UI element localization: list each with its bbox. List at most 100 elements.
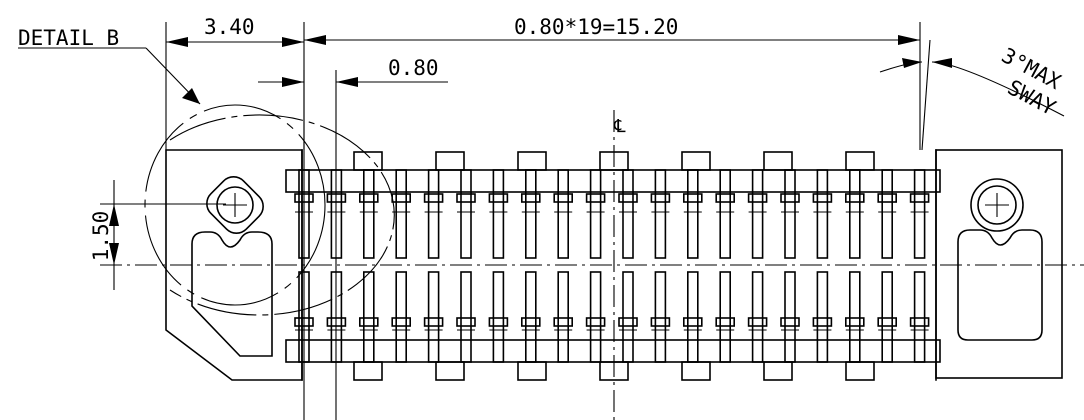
pin-upper-clip (488, 193, 509, 203)
pin-lower-clip (682, 317, 703, 327)
right-housing (935, 149, 1063, 379)
pin-array (285, 149, 941, 381)
pin-lower (395, 271, 408, 363)
pin-lower-clip (844, 317, 865, 327)
pin-upper (784, 169, 796, 259)
top-tab (435, 151, 465, 171)
pin-lower (784, 271, 796, 363)
pin-lower-clip (747, 317, 768, 327)
pin-upper-clip (618, 193, 638, 203)
pin-lower (816, 271, 829, 363)
pin-upper (492, 169, 505, 259)
pin-upper-clip (844, 193, 865, 203)
svg-text:3.40: 3.40 (204, 15, 255, 39)
svg-text:1.50: 1.50 (89, 211, 113, 262)
top-tab (763, 151, 793, 171)
pin-lower (460, 271, 472, 363)
pin-lower (362, 271, 375, 363)
pin-lower (622, 271, 634, 363)
pin-lower (913, 271, 926, 363)
pin-upper-clip (877, 193, 898, 203)
pin-upper (686, 169, 699, 259)
pin-upper-clip (520, 193, 541, 203)
pin-upper-clip (715, 193, 736, 203)
pin-upper-clip (909, 193, 930, 203)
pin-upper-clip (553, 193, 574, 203)
svg-text:DETAIL B: DETAIL B (18, 26, 119, 50)
pin-lower-clip (585, 317, 606, 327)
pin-lower-clip (391, 317, 412, 327)
pin-lower-clip (715, 317, 736, 327)
pin-upper (622, 169, 634, 259)
top-tab (681, 151, 711, 171)
pin-lower (557, 271, 570, 363)
svg-text:0.80: 0.80 (388, 56, 439, 80)
pin-lower-clip (520, 317, 541, 327)
pin-upper-clip (423, 193, 444, 203)
pin-lower-clip (812, 317, 833, 327)
centerline-symbol: ℄ (613, 116, 626, 137)
bottom-tab (517, 361, 547, 381)
pin-upper-clip (456, 193, 476, 203)
detail-b-ellipse (144, 104, 326, 306)
pin-upper (460, 169, 472, 259)
pin-lower (848, 271, 861, 363)
pin-upper-clip (650, 193, 671, 203)
pin-upper (362, 169, 375, 259)
left-housing (165, 149, 303, 381)
pin-lower (719, 271, 732, 363)
pin-upper-clip (358, 193, 379, 203)
bottom-tab (845, 361, 875, 381)
pin-upper (913, 169, 926, 259)
top-tab (517, 151, 547, 171)
right-boss (970, 178, 1024, 232)
pin-upper (751, 169, 764, 259)
pin-upper (589, 169, 602, 259)
dimension-height: 1.50 (89, 180, 226, 290)
pin-lower (524, 271, 537, 363)
pin-upper (848, 169, 861, 259)
bottom-tab (435, 361, 465, 381)
dimension-pitch-total: 0.80*19=15.20 (304, 15, 921, 150)
pin-upper (557, 169, 570, 259)
pin-lower-clip (618, 317, 638, 327)
pin-upper-clip (391, 193, 412, 203)
top-tab (845, 151, 875, 171)
pin-upper (881, 169, 894, 259)
bottom-tab (763, 361, 793, 381)
pin-upper-clip (780, 193, 800, 203)
detail-b-circle (169, 114, 395, 316)
pin-upper (524, 169, 537, 259)
upper-rail (285, 169, 941, 193)
pin-upper (427, 169, 440, 259)
pin-lower (427, 271, 440, 363)
pin-upper-clip (812, 193, 833, 203)
pin-upper (654, 169, 667, 259)
pin-lower (589, 271, 602, 363)
pin-upper (719, 169, 732, 259)
pin-lower-clip (358, 317, 379, 327)
dimension-pitch: 0.80 (258, 56, 448, 420)
pin-upper (395, 169, 408, 259)
pin-lower-clip (909, 317, 930, 327)
pin-upper-clip (682, 193, 703, 203)
svg-text:0.80*19=15.20: 0.80*19=15.20 (514, 15, 678, 39)
sway-annotation: 3°MAX SWAY (879, 39, 1065, 151)
pin-lower (492, 271, 505, 363)
pin-lower-clip (488, 317, 509, 327)
bottom-tab (681, 361, 711, 381)
pin-lower-clip (780, 317, 800, 327)
pin-lower (751, 271, 764, 363)
pin-upper-clip (747, 193, 768, 203)
detail-b-callout: DETAIL B (18, 26, 201, 105)
pin-lower (654, 271, 667, 363)
pin-upper (816, 169, 829, 259)
pin-lower-clip (877, 317, 898, 327)
pin-lower-clip (423, 317, 444, 327)
pin-lower-clip (650, 317, 671, 327)
pin-lower-clip (456, 317, 476, 327)
pin-lower (881, 271, 894, 363)
bottom-tab (353, 361, 383, 381)
pin-upper-clip (585, 193, 606, 203)
